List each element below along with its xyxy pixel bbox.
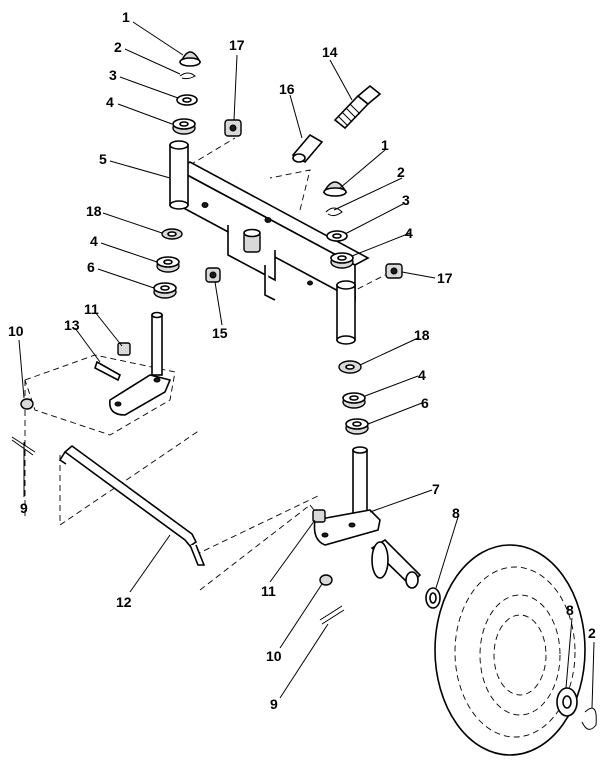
callout-label: 2 (588, 625, 596, 641)
callout-label: 9 (20, 500, 28, 516)
axle-bar (176, 161, 370, 302)
callout-label: 10 (266, 648, 282, 664)
callout-label: 9 (270, 696, 278, 712)
callout-label: 13 (64, 317, 80, 333)
callout-label: 4 (90, 233, 98, 249)
callout-label: 3 (402, 192, 410, 208)
callout-label: 4 (405, 225, 413, 241)
callout-label: 2 (397, 164, 405, 180)
front-wheel (434, 544, 597, 756)
callout-label: 10 (8, 323, 24, 339)
callout-label: 4 (418, 367, 426, 383)
callout-label: 17 (229, 37, 245, 53)
callout-label: 16 (279, 81, 295, 97)
callout-label: 6 (87, 259, 95, 275)
callout-label: 5 (99, 151, 107, 167)
left-part-stack (11, 51, 202, 456)
callout-label: 18 (414, 327, 430, 343)
spindle-tube-right (336, 280, 356, 345)
callout-label: 2 (114, 39, 122, 55)
leader-lines (18, 21, 595, 709)
tie-rod (58, 444, 206, 566)
callout-label: 8 (452, 505, 460, 521)
callout-label: 7 (432, 481, 440, 497)
callout-label: 8 (566, 602, 574, 618)
callout-label: 18 (86, 203, 102, 219)
callout-label: 1 (381, 137, 389, 153)
callout-label: 17 (437, 270, 453, 286)
spindle-tube-left (169, 140, 189, 210)
callout-label: 11 (261, 583, 276, 599)
callout-label: 1 (122, 9, 130, 25)
right-part-stack (312, 181, 441, 625)
callout-label: 4 (106, 94, 114, 110)
callout-label: 3 (109, 67, 117, 83)
callout-label: 6 (421, 395, 429, 411)
callout-label: 14 (322, 44, 338, 60)
callout-label: 15 (212, 325, 228, 341)
top-center-parts (205, 84, 382, 283)
callout-label: 11 (84, 301, 99, 317)
callout-label: 12 (116, 594, 132, 610)
callout-labels: 1 2 3 4 5 18 4 6 10 11 13 9 12 17 16 14 … (8, 9, 596, 712)
